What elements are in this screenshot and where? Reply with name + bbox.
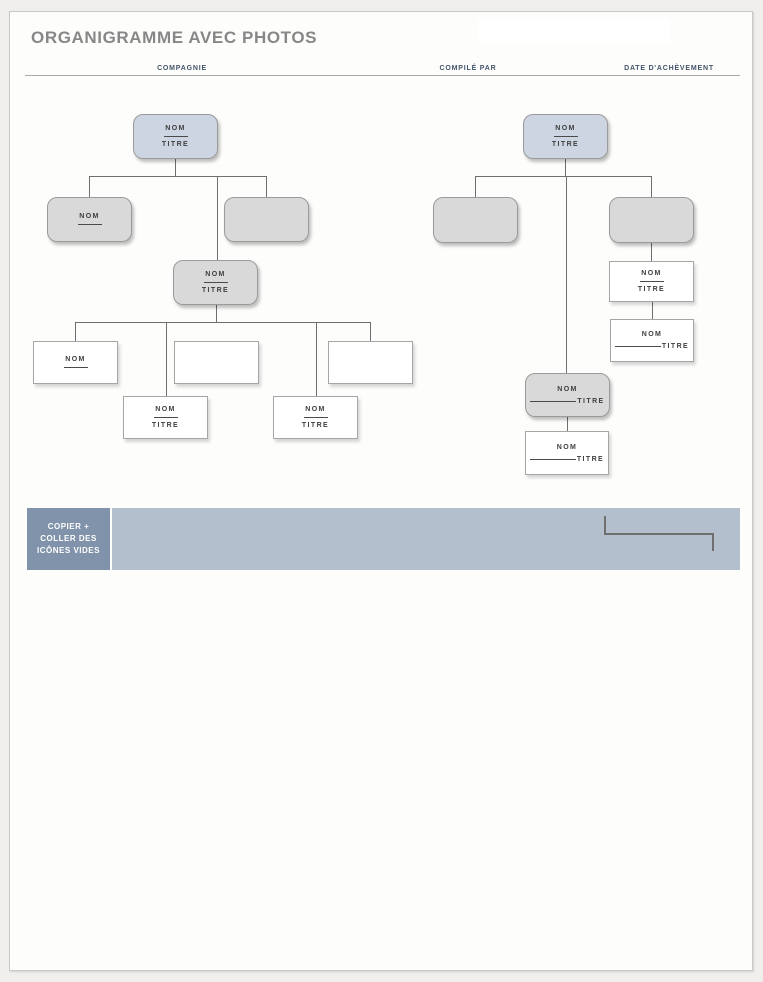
org-node-left-root[interactable]: NOM TITRE: [133, 114, 218, 159]
name-title-divider: [63, 366, 88, 368]
connector-line: [75, 322, 371, 323]
connector-line: [216, 305, 217, 322]
name-title-divider: [303, 417, 328, 418]
node-title: TITRE: [637, 286, 666, 293]
header-underline: [25, 75, 740, 76]
instruction-line: ICÔNES VIDES: [37, 546, 100, 555]
connector-line: [567, 417, 568, 431]
connector-line: [651, 177, 652, 197]
node-title: TITRE: [661, 343, 690, 350]
node-name: NOM: [155, 406, 176, 413]
org-node-right-child-right[interactable]: [609, 197, 694, 243]
field-label-compagnie: COMPAGNIE: [157, 65, 207, 72]
name-title-divider: [639, 281, 664, 282]
connector-line: [565, 159, 566, 177]
node-name: NOM: [556, 443, 578, 451]
name-title-divider: [529, 458, 576, 460]
node-name: NOM: [641, 270, 662, 277]
org-node-left-leaf-2[interactable]: [174, 341, 259, 384]
copy-paste-instruction-box: COPIER + COLLER DES ICÔNES VIDES: [27, 508, 110, 570]
org-node-right-report-3[interactable]: NOM TITRE: [525, 431, 609, 475]
node-title: TITRE: [151, 422, 180, 429]
document-page: [9, 11, 753, 971]
connector-line: [651, 243, 652, 261]
node-name: NOM: [165, 125, 186, 132]
field-label-compile-par: COMPILÉ PAR: [439, 65, 497, 72]
org-node-right-report-2[interactable]: NOM TITRE: [610, 319, 694, 362]
blank-connector-icon[interactable]: [604, 516, 606, 533]
field-label-date-achevement: DATE D'ACHÈVEMENT: [624, 65, 714, 72]
connector-line: [475, 176, 652, 177]
blank-connector-icon[interactable]: [712, 533, 714, 551]
connector-line: [316, 323, 317, 396]
connector-line: [175, 159, 176, 177]
org-node-left-child-left[interactable]: NOM: [47, 197, 132, 242]
node-title: TITRE: [161, 141, 190, 148]
name-title-divider: [553, 136, 578, 137]
name-title-divider: [77, 223, 102, 225]
org-node-left-manager[interactable]: NOM TITRE: [173, 260, 258, 305]
org-node-right-report-1[interactable]: NOM TITRE: [609, 261, 694, 302]
org-node-right-root[interactable]: NOM TITRE: [523, 114, 608, 159]
page-title: ORGANIGRAMME AVEC PHOTOS: [31, 28, 318, 47]
connector-line: [89, 176, 267, 177]
blank-connector-icon[interactable]: [604, 533, 714, 535]
connector-line: [370, 323, 371, 341]
node-name: NOM: [305, 406, 326, 413]
name-title-divider: [530, 400, 577, 402]
org-node-left-leaf-3[interactable]: [328, 341, 413, 384]
org-node-right-manager[interactable]: NOM TITRE: [525, 373, 610, 417]
node-title: TITRE: [201, 287, 230, 294]
node-title: TITRE: [551, 141, 580, 148]
connector-line: [75, 323, 76, 341]
instruction-line: COLLER DES: [40, 534, 97, 543]
org-node-left-child-right[interactable]: [224, 197, 309, 242]
blank-icons-tray: [112, 508, 740, 570]
node-title: TITRE: [577, 397, 605, 405]
connector-line: [166, 323, 167, 396]
connector-line: [566, 177, 567, 373]
node-name: NOM: [79, 212, 100, 220]
name-title-divider: [614, 346, 661, 347]
node-title: TITRE: [576, 455, 605, 463]
logo-placeholder[interactable]: [478, 19, 670, 43]
org-node-left-leaf-5[interactable]: NOM TITRE: [273, 396, 358, 439]
connector-line: [652, 302, 653, 319]
node-name: NOM: [65, 355, 86, 363]
node-name: NOM: [557, 385, 578, 393]
org-node-left-leaf-1[interactable]: NOM: [33, 341, 118, 384]
connector-line: [217, 177, 218, 260]
org-node-right-child-left[interactable]: [433, 197, 518, 243]
org-node-left-leaf-4[interactable]: NOM TITRE: [123, 396, 208, 439]
node-name: NOM: [555, 125, 576, 132]
connector-line: [89, 177, 90, 197]
name-title-divider: [203, 282, 228, 283]
connector-line: [266, 177, 267, 197]
instruction-line: COPIER +: [47, 522, 90, 531]
node-title: TITRE: [301, 422, 330, 429]
node-name: NOM: [641, 331, 663, 338]
name-title-divider: [153, 417, 178, 418]
connector-line: [475, 177, 476, 197]
node-name: NOM: [205, 271, 226, 278]
name-title-divider: [163, 136, 188, 137]
